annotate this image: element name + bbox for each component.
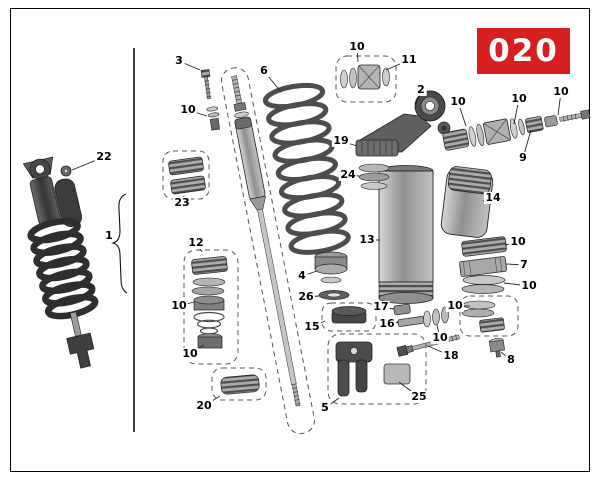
leader-line-23 [305, 295, 320, 298]
leader-line-12 [522, 129, 532, 159]
reservoir-14 [440, 166, 494, 238]
leader-line-9 [513, 98, 520, 125]
shock-spring [27, 217, 99, 320]
leader-line-27 [386, 321, 400, 325]
leader-line-17 [195, 242, 203, 253]
leader-line-6 [385, 59, 410, 71]
piston-7 [459, 256, 507, 277]
leader-line-32 [203, 395, 221, 407]
main-spring-6 [262, 82, 351, 255]
pad-25 [383, 363, 411, 385]
rings-10c [461, 275, 506, 294]
leader-line-8 [457, 101, 467, 127]
cylinder-13 [378, 165, 434, 304]
leader-line-20 [178, 301, 195, 307]
leader-line-3 [187, 109, 208, 117]
assembled-shock [22, 156, 99, 369]
leader-line-10 [557, 91, 562, 116]
leader-line-1 [108, 235, 116, 243]
seal-group-10d [459, 295, 519, 337]
leader-line-30 [427, 345, 452, 357]
leader-line-29 [189, 344, 205, 355]
piston-rings-24 [358, 163, 390, 190]
bumper-group-20 [211, 367, 267, 401]
valve-16 [397, 316, 425, 327]
leader-line-18 [504, 241, 519, 246]
bushing-group-11 [335, 55, 397, 103]
leader-line-4 [263, 70, 282, 93]
seal-head-group-12 [183, 249, 239, 365]
shock-piggyback-reservoir [54, 178, 82, 227]
page-number-badge: 020 [477, 28, 570, 74]
damper-rod-9 [442, 109, 591, 151]
valve-17 [393, 303, 411, 316]
assembly-brace [111, 193, 128, 294]
clevis-group-5 [327, 333, 427, 405]
leader-line-31 [500, 351, 512, 361]
leader-line-34 [398, 381, 420, 398]
bolt-18 [396, 334, 460, 357]
shock-clevis [66, 332, 95, 369]
leader-line-11 [340, 140, 358, 147]
leader-line-5 [356, 46, 359, 63]
washer-26 [318, 290, 350, 300]
bushing-10b [461, 236, 507, 257]
shock-mount-nut [60, 165, 72, 177]
adjuster-bolt-3 [200, 69, 212, 100]
leader-line-13 [347, 174, 360, 177]
spring-seat-4 [314, 251, 348, 284]
cap-group-15 [321, 302, 377, 332]
leader-line-26 [380, 306, 395, 310]
leader-line-2 [178, 60, 201, 71]
leader-line-21 [503, 282, 530, 287]
washer-stack-10a [206, 106, 220, 131]
leader-line-0 [71, 156, 105, 171]
leader-line-33 [324, 397, 340, 409]
shaft-assembly [220, 67, 315, 435]
leader-line-19 [505, 263, 525, 266]
preload-collar-19 [355, 139, 399, 157]
leader-line-22 [301, 270, 318, 277]
top-mount-2 [355, 90, 451, 157]
washer-stack-10e [423, 306, 449, 328]
page-border [10, 8, 590, 472]
bushing-group-23 [162, 150, 210, 200]
leader-line-28 [436, 324, 441, 339]
needle-8 [489, 338, 505, 358]
